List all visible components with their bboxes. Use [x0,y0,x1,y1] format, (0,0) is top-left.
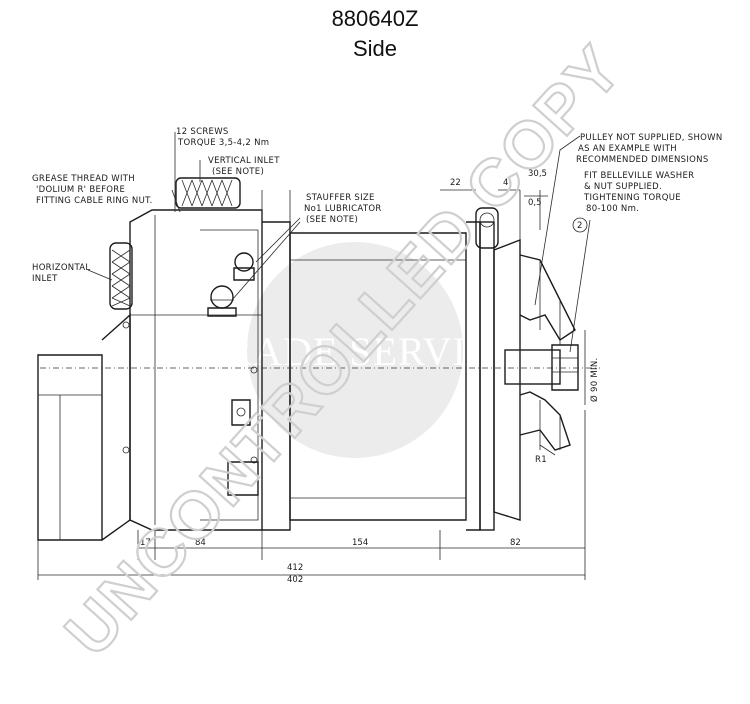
r1-label: R1 [535,455,547,465]
svg-text:FIT BELLEVILLE WASHER: FIT BELLEVILLE WASHER [584,171,694,181]
dim-412: 412 [287,563,303,573]
svg-text:FITTING CABLE RING NUT.: FITTING CABLE RING NUT. [36,196,153,206]
svg-text:80-100 Nm.: 80-100 Nm. [586,204,639,214]
note-vertical-inlet: VERTICAL INLET (SEE NOTE) [208,156,280,177]
callout-2: 2 [577,221,583,231]
inlet-cylinder [37,313,131,541]
dim-154: 154 [352,538,368,548]
svg-text:INLET: INLET [32,274,58,284]
svg-text:No1 LUBRICATOR: No1 LUBRICATOR [304,204,382,214]
note-horizontal-inlet: HORIZONTAL INLET [32,263,90,284]
svg-text:(SEE NOTE): (SEE NOTE) [306,215,358,225]
dim-84: 84 [195,538,206,548]
note-grease-thread: GREASE THREAD WITH 'DOLIUM R' BEFORE FIT… [32,174,153,206]
svg-text:HORIZONTAL: HORIZONTAL [32,263,90,273]
knurled-nut-horizontal [109,242,133,310]
stauffer-lubricator [207,252,255,317]
diameter-min-label: Ø 90 MIN. [589,357,600,402]
knurled-nut-vertical [175,177,241,209]
shaft-and-nut [40,330,600,405]
svg-text:AS AN EXAMPLE WITH: AS AN EXAMPLE WITH [578,144,677,154]
note-screws: 12 SCREWS TORQUE 3,5-4,2 Nm [176,127,269,148]
dim-402: 402 [287,575,303,585]
dim-22: 22 [450,178,461,188]
dim-4: 4 [503,178,508,188]
part-number-title: 880640Z [331,6,419,31]
svg-text:& NUT SUPPLIED.: & NUT SUPPLIED. [584,182,662,192]
svg-text:VERTICAL INLET: VERTICAL INLET [208,156,280,166]
dim-17: 17 [140,538,151,548]
svg-text:RECOMMENDED DIMENSIONS: RECOMMENDED DIMENSIONS [576,155,709,165]
dim-0-5: 0,5 [528,198,542,208]
view-subtitle: Side [352,36,398,61]
svg-text:12 SCREWS: 12 SCREWS [176,127,229,137]
svg-text:PULLEY NOT SUPPLIED, SHOWN: PULLEY NOT SUPPLIED, SHOWN [580,133,723,143]
leader-lines [87,132,591,456]
svg-text:TORQUE 3,5-4,2 Nm: TORQUE 3,5-4,2 Nm [177,138,269,148]
dim-30-5: 30,5 [528,169,547,179]
dimension-lines [37,189,586,580]
svg-text:'DOLIUM R' BEFORE: 'DOLIUM R' BEFORE [36,185,125,195]
note-stauffer: STAUFFER SIZE No1 LUBRICATOR (SEE NOTE) [304,193,382,225]
note-belleville: FIT BELLEVILLE WASHER & NUT SUPPLIED. TI… [583,171,694,214]
svg-text:GREASE THREAD WITH: GREASE THREAD WITH [32,174,135,184]
dim-82: 82 [510,538,521,548]
svg-text:(SEE NOTE): (SEE NOTE) [212,167,264,177]
svg-text:TIGHTENING TORQUE: TIGHTENING TORQUE [583,193,681,203]
svg-text:STAUFFER SIZE: STAUFFER SIZE [306,193,375,203]
note-pulley: PULLEY NOT SUPPLIED, SHOWN AS AN EXAMPLE… [576,133,723,165]
